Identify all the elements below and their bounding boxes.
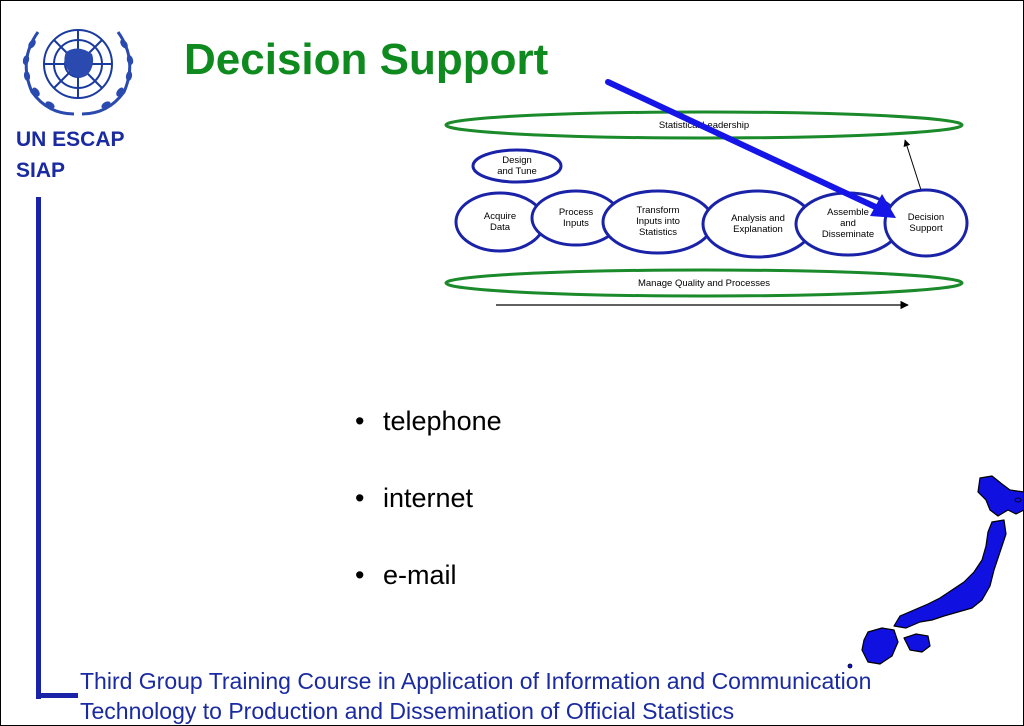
footer: Third Group Training Course in Applicati… xyxy=(80,666,871,726)
list-item: • telephone xyxy=(355,400,502,477)
slide-title: Decision Support xyxy=(184,35,549,84)
quality-bar: Manage Quality and Processes xyxy=(444,268,964,298)
list-item: • e-mail xyxy=(355,554,502,631)
bottom-rule xyxy=(36,693,78,698)
pointer-arrow-icon xyxy=(605,79,896,218)
acquire-line1: Acquire xyxy=(484,211,516,222)
transform-node: Transform Inputs into Statistics xyxy=(601,189,715,255)
japan-map-icon xyxy=(847,475,1024,669)
bullet-mark: • xyxy=(355,483,365,513)
list-item: • internet xyxy=(355,477,502,554)
bullet-mark: • xyxy=(355,406,365,436)
analysis-line2: Explanation xyxy=(733,224,783,235)
transform-line2: Inputs into xyxy=(636,216,680,227)
design-line1: Design xyxy=(502,155,532,166)
analysis-line1: Analysis and xyxy=(731,213,785,224)
acquire-node: Acquire Data xyxy=(454,191,546,253)
org-name-line2: SIAP xyxy=(16,159,66,182)
footer-line2: Technology to Production and Disseminati… xyxy=(80,698,735,724)
bullet-mark: • xyxy=(355,560,365,590)
decision-line2: Support xyxy=(909,223,943,234)
assemble-line1: Assemble xyxy=(827,207,869,218)
transform-line3: Statistics xyxy=(639,227,677,238)
decision-node: Decision Support xyxy=(883,188,969,258)
org-name: UN ESCAP SIAP xyxy=(16,124,125,186)
quality-bar-label: Manage Quality and Processes xyxy=(638,278,770,289)
bullet-text: telephone xyxy=(383,406,502,436)
side-rule xyxy=(36,197,41,699)
transform-line1: Transform xyxy=(637,205,680,216)
feedback-arrow xyxy=(903,139,923,194)
decision-line1: Decision xyxy=(908,212,944,223)
org-name-line1: UN ESCAP xyxy=(16,128,125,151)
un-emblem-icon xyxy=(22,29,134,116)
design-node: Design and Tune xyxy=(471,148,563,184)
process-diagram: Statistical Leadership Design and Tune A… xyxy=(444,110,969,310)
process-line2: Inputs xyxy=(563,218,589,229)
process-line1: Process xyxy=(559,207,594,218)
footer-line1: Third Group Training Course in Applicati… xyxy=(80,668,872,694)
design-line2: and Tune xyxy=(497,166,537,177)
acquire-line2: Data xyxy=(490,222,511,233)
assemble-line2: and xyxy=(840,218,856,229)
assemble-line3: Disseminate xyxy=(822,229,874,240)
bullet-text: e-mail xyxy=(383,560,457,590)
bullet-list: • telephone • internet • e-mail xyxy=(355,400,502,631)
bullet-text: internet xyxy=(383,483,474,513)
